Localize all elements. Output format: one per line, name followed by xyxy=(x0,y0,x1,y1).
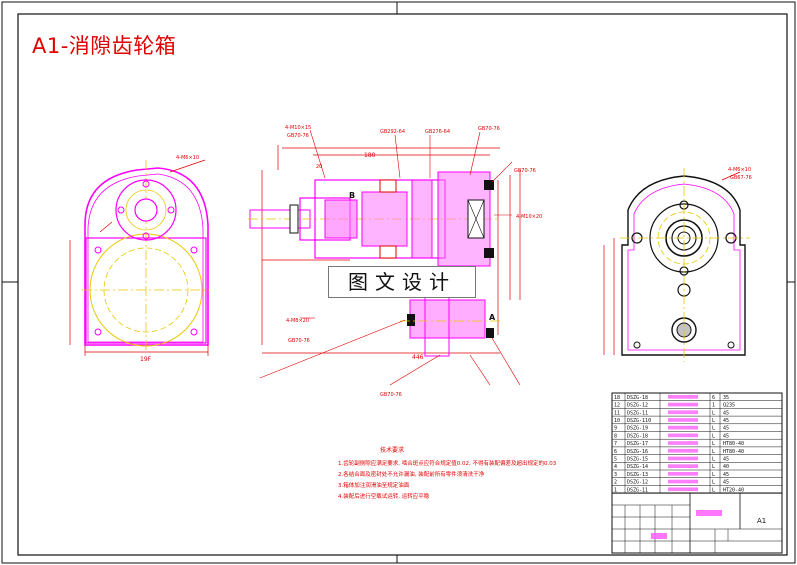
callout-bolt-top-left: 4-M10×15 xyxy=(285,125,311,131)
bom-cell-material: 35 xyxy=(723,395,729,401)
bom-cell-no: 1 xyxy=(614,487,617,493)
bom-cell-no: 10 xyxy=(614,418,620,424)
dim-20: 20 xyxy=(316,164,322,170)
bom-cell-no: 2 xyxy=(614,480,617,486)
sheet-size: A1 xyxy=(757,517,766,525)
inner-border xyxy=(17,13,788,556)
bom-cell-code: DSZG-19 xyxy=(627,426,648,432)
callout-std-bottom: GB70-76 xyxy=(380,392,402,398)
bom-name-mark xyxy=(668,418,698,422)
left-view-width-dim: 19F xyxy=(140,356,152,363)
bom-name-mark xyxy=(668,395,698,399)
bom-cell-qty: L xyxy=(712,464,715,470)
bom-cell-material: 45 xyxy=(723,480,729,486)
bom-cell-code: DSZG-11 xyxy=(627,487,648,493)
bom-name-mark xyxy=(668,433,698,438)
tech-req-item-2: 2.各结合面及密封处不允许漏油, 装配前所有零件须清洗干净 xyxy=(338,470,485,478)
bom-cell-no: 11 xyxy=(614,410,620,416)
callout-std-left: GB70-76 xyxy=(288,338,310,344)
bom-cell-no: 6 xyxy=(614,449,617,455)
bom-name-mark xyxy=(668,464,698,468)
bom-cell-qty: L xyxy=(712,418,715,424)
bom-cell-qty: L xyxy=(712,441,715,447)
dim-180: 180 xyxy=(364,152,376,159)
bom-cell-no: 12 xyxy=(614,403,620,409)
dim-overall-length: 446 xyxy=(412,354,424,361)
bom-name-mark xyxy=(668,448,698,453)
bom-name-mark xyxy=(668,472,698,476)
bom-cell-code: DSZG-15 xyxy=(627,457,648,463)
bom-name-mark xyxy=(668,441,698,445)
bom-name-mark xyxy=(668,425,698,430)
section-label-b: B xyxy=(349,191,355,200)
bom-cell-code: DSZG-16 xyxy=(627,449,648,455)
callout-bolt-right: 4-M10×20 xyxy=(516,214,542,220)
bom-cell-material: HT80-40 xyxy=(723,449,744,455)
left-view xyxy=(69,159,210,356)
bom-cell-qty: L xyxy=(712,433,715,439)
right-view-std-note: GB67-76 xyxy=(730,175,752,181)
title-block xyxy=(611,492,783,554)
main-section-view xyxy=(248,129,521,386)
right-view-hole-note: 4-M6×10 xyxy=(728,167,751,173)
bom-cell-material: 45 xyxy=(723,418,729,424)
bom-cell-material: Q235 xyxy=(723,403,735,409)
bom-cell-qty: L xyxy=(712,487,715,493)
bom-name-mark xyxy=(668,402,698,407)
bom-cell-material: HT80-40 xyxy=(723,441,744,447)
bom-cell-no: 8 xyxy=(614,433,617,439)
bom-cell-material: 45 xyxy=(723,457,729,463)
bom-cell-qty: L xyxy=(712,457,715,463)
right-view xyxy=(603,168,750,362)
tech-req-item-3: 3.箱体加注润滑油至规定油面 xyxy=(338,481,410,489)
bom-cell-no: 7 xyxy=(614,441,617,447)
bom-cell-no: 3 xyxy=(614,472,617,478)
bom-name-mark xyxy=(668,487,698,492)
bom-cell-no: 9 xyxy=(614,426,617,432)
bom-name-mark xyxy=(668,410,698,415)
bom-cell-code: DSZG-13 xyxy=(627,472,648,478)
bom-cell-code: DSZG-18 xyxy=(627,395,648,401)
bom-cell-no: 5 xyxy=(614,457,617,463)
callout-bearing-2: GB276-64 xyxy=(425,129,450,135)
bom-cell-material: 40 xyxy=(723,464,729,470)
bom-cell-code: DSZG-17 xyxy=(627,441,648,447)
left-view-hole-note: 4-M6×10 xyxy=(176,155,199,161)
bom-cell-material: 45 xyxy=(723,472,729,478)
bom-cell-code: DSZG-12 xyxy=(627,403,648,409)
tech-req-heading: 技术要求 xyxy=(380,446,404,454)
bom-cell-qty: L xyxy=(712,426,715,432)
bom-cell-qty: 1 xyxy=(712,403,715,409)
drawing-title: A1-消隙齿轮箱 xyxy=(32,34,177,58)
section-label-a: A xyxy=(489,313,496,322)
bom-cell-code: DSZG-18 xyxy=(627,433,648,439)
bom-cell-material: 45 xyxy=(723,433,729,439)
callout-std-top-left: GB70-76 xyxy=(287,133,309,139)
callout-std-top-right: GB70-76 xyxy=(478,126,500,132)
bom-cell-material: 45 xyxy=(723,426,729,432)
bom-cell-qty: 6 xyxy=(712,395,715,401)
tech-req-item-1: 1.齿轮副侧隙应满足要求, 啮合斑点应符合规定值0.02, 不得有装配偏差及超出… xyxy=(338,459,557,467)
callout-std-right: GB70-76 xyxy=(514,168,536,174)
bom-cell-code: DSZG-11 xyxy=(627,410,648,416)
callout-bearing-1: GB292-64 xyxy=(380,129,405,135)
bom-name-mark xyxy=(668,479,698,484)
bom-cell-no: 4 xyxy=(614,464,617,470)
bom-cell-code: DSZG-110 xyxy=(627,418,651,424)
bom-cell-qty: L xyxy=(712,472,715,478)
bom-cell-qty: L xyxy=(712,449,715,455)
bom-cell-code: DSZG-12 xyxy=(627,480,648,486)
callout-bolt-left: 4-M8×20 xyxy=(286,318,309,324)
bom-cell-no: 18 xyxy=(614,395,620,401)
bom-cell-material: HT20-40 xyxy=(723,487,744,493)
bom-name-mark xyxy=(668,456,698,461)
bom-cell-qty: L xyxy=(712,480,715,486)
bom-cell-qty: L xyxy=(712,410,715,416)
tech-req-item-4: 4.装配后进行空载试运转, 运转应平稳 xyxy=(338,492,430,500)
bom-cell-code: DSZG-14 xyxy=(627,464,648,470)
watermark: 图文设计 xyxy=(328,266,476,298)
bom-cell-material: 45 xyxy=(723,410,729,416)
